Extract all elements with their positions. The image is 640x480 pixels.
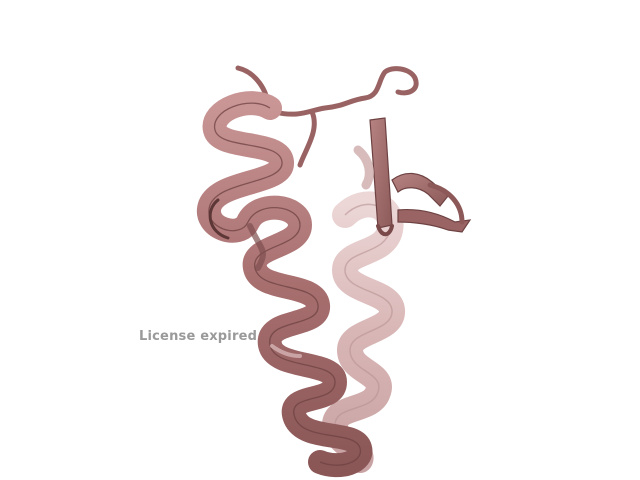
beta-sheet <box>353 117 472 237</box>
helix-front <box>197 91 373 478</box>
watermark-text: License expired <box>139 329 258 344</box>
